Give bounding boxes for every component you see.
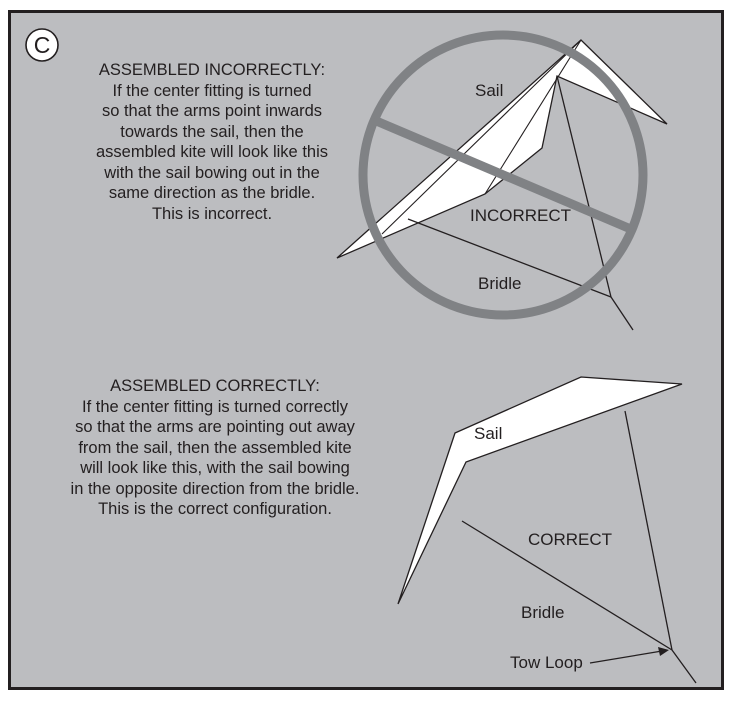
incorrect-bridle-label: Bridle <box>478 274 521 293</box>
incorrect-tow-line <box>610 296 634 331</box>
tow-loop-label: Tow Loop <box>510 653 583 672</box>
incorrect-sail-fold <box>381 39 582 235</box>
no-sign-ring <box>358 30 648 320</box>
tow-loop-callout: Tow Loop <box>510 647 669 672</box>
correct-sail-shape <box>397 376 683 605</box>
caption-line: with the sail bowing out in the <box>104 163 320 182</box>
correct-bridle-rear <box>461 520 673 651</box>
caption-line: ASSEMBLED INCORRECTLY: <box>98 61 326 79</box>
caption-line: ASSEMBLED CORRECTLY: <box>110 377 320 395</box>
caption-line: from the sail, then the assembled kite <box>78 438 352 457</box>
incorrect-sail-label: Sail <box>475 81 503 100</box>
caption-line: so that the arms are pointing out away <box>75 418 355 436</box>
no-sign-bar <box>372 115 635 235</box>
caption-line: will look like this, with the sail bowin… <box>80 459 350 477</box>
incorrect-kite <box>336 39 668 331</box>
caption-line: so that the arms point inwards <box>101 102 323 120</box>
correct-bridle-label: Bridle <box>521 603 564 622</box>
panel-letter-badge: C <box>25 28 59 62</box>
caption-line: If the center fitting is turned <box>112 81 312 100</box>
correct-kite <box>397 376 697 684</box>
caption-line: This is the correct configuration. <box>98 500 332 518</box>
correct-bridle-front <box>624 410 673 651</box>
incorrect-bridle-rear <box>407 218 612 298</box>
tow-loop-arrowhead <box>658 647 669 656</box>
incorrect-bridle-front <box>556 75 612 298</box>
caption-line: assembled kite will look like this <box>95 143 328 161</box>
caption-line: in the opposite direction from the bridl… <box>70 479 360 498</box>
letter-circle <box>25 28 59 62</box>
incorrect-state-label: INCORRECT <box>470 206 571 225</box>
incorrect-sail-shape <box>336 39 668 259</box>
caption-correct: ASSEMBLED CORRECTLY: If the center fitti… <box>20 376 410 520</box>
correct-tow-line <box>671 649 697 684</box>
panel-letter: C <box>34 32 51 58</box>
tow-loop-arrow-shaft <box>589 650 663 664</box>
incorrect-spine-line <box>484 39 582 195</box>
correct-sail-label: Sail <box>474 424 502 443</box>
no-sign-icon <box>358 30 648 320</box>
caption-line: If the center fitting is turned correctl… <box>82 397 348 416</box>
caption-line: towards the sail, then the <box>120 122 304 141</box>
caption-line: same direction as the bridle. <box>108 184 316 202</box>
caption-incorrect: ASSEMBLED INCORRECTLY: If the center fit… <box>42 60 382 224</box>
instruction-panel <box>8 10 724 690</box>
caption-line: This is incorrect. <box>151 204 273 223</box>
correct-state-label: CORRECT <box>528 530 612 549</box>
